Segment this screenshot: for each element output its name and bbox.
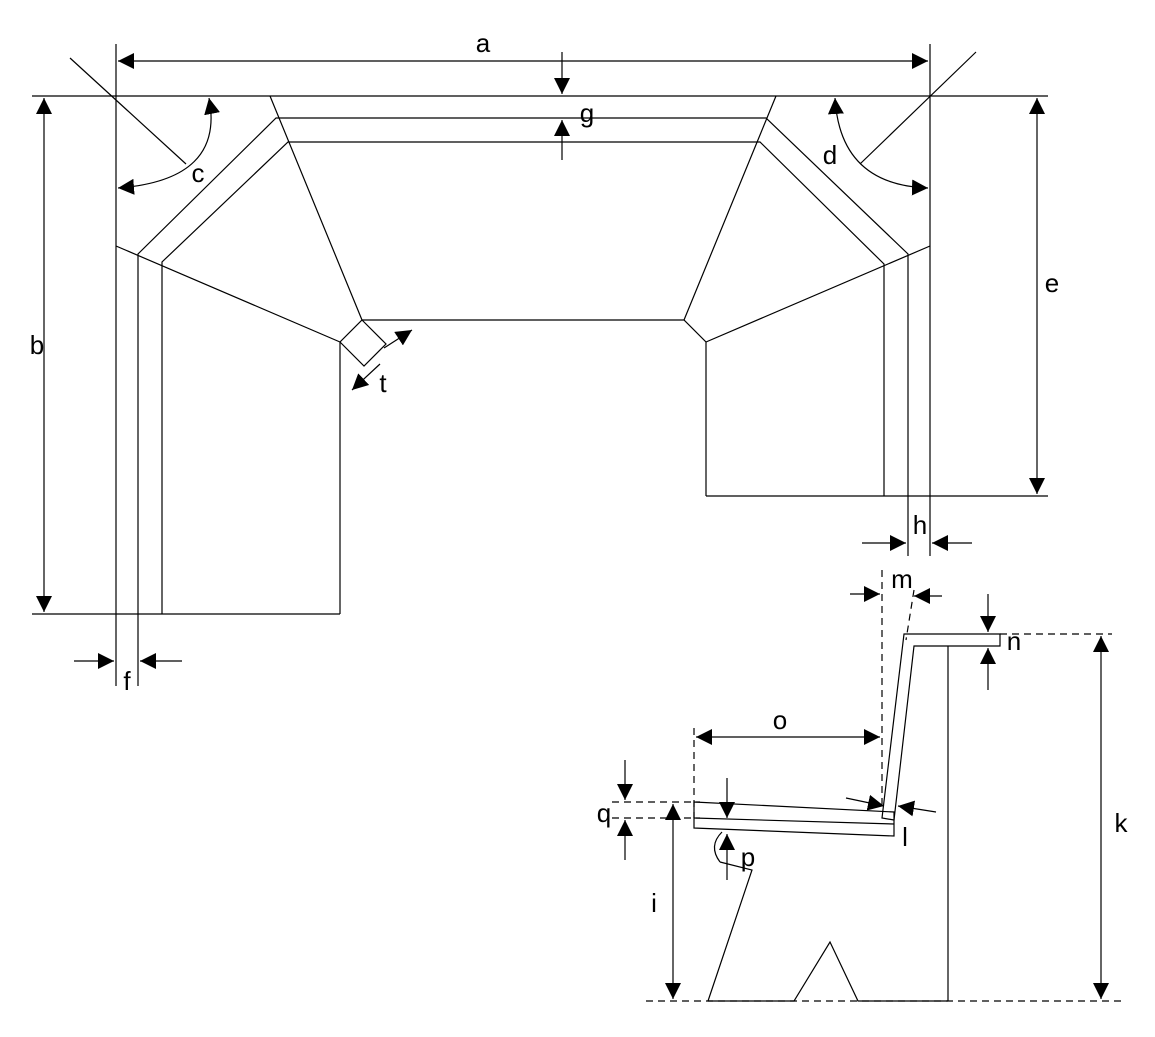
left-corner-seat-edge <box>269 95 363 321</box>
seat-plate-mid-line <box>693 817 895 825</box>
label-b: b <box>30 330 44 360</box>
base-profile <box>708 940 948 1002</box>
back-extension-right <box>905 589 915 641</box>
dimension-k: k <box>1093 636 1129 999</box>
label-t: t <box>379 368 387 398</box>
label-i: i <box>651 888 657 918</box>
label-c: c <box>192 158 205 188</box>
dimension-c: c <box>117 97 220 195</box>
backrest-frame <box>881 633 1001 821</box>
label-f: f <box>123 666 131 696</box>
label-e: e <box>1045 268 1059 298</box>
label-q: q <box>597 798 611 828</box>
right-seat-division <box>705 245 931 343</box>
dimension-q: q <box>597 760 633 860</box>
dimension-f: f <box>74 653 182 696</box>
left-corner-diagonal <box>69 57 187 165</box>
back-rail-inner <box>161 141 885 614</box>
dimension-i: i <box>651 804 681 999</box>
dimension-e: e <box>1029 98 1059 494</box>
seat-front-contour <box>339 319 707 614</box>
dimension-d: d <box>823 97 929 196</box>
dimension-m: m <box>850 564 942 604</box>
label-g: g <box>580 98 594 128</box>
dimension-h: h <box>862 510 972 551</box>
seat-plate <box>693 801 895 837</box>
chamfer-block <box>339 319 387 367</box>
dimension-n: n <box>980 594 1021 690</box>
right-corner-diagonal <box>859 51 977 165</box>
side-view <box>612 570 1124 1002</box>
label-m: m <box>891 564 913 594</box>
label-d: d <box>823 140 837 170</box>
dimension-b: b <box>30 98 52 612</box>
label-p: p <box>741 842 755 872</box>
dimension-p: p <box>719 778 755 880</box>
label-o: o <box>773 705 787 735</box>
right-corner-seat-edge <box>683 95 777 321</box>
left-seat-division <box>115 245 341 343</box>
label-h: h <box>913 510 927 540</box>
front-leg <box>707 861 753 1002</box>
dimension-l: l <box>845 794 937 852</box>
label-a: a <box>476 28 491 58</box>
dimension-g: g <box>554 52 594 160</box>
dimension-o: o <box>696 705 880 745</box>
back-rail-outer <box>137 117 909 686</box>
dimension-t: t <box>351 329 413 398</box>
label-n: n <box>1007 626 1021 656</box>
front-curve <box>713 831 723 863</box>
dimension-a: a <box>118 28 928 69</box>
label-l: l <box>902 822 908 852</box>
top-view <box>32 44 1048 686</box>
label-k: k <box>1115 808 1129 838</box>
